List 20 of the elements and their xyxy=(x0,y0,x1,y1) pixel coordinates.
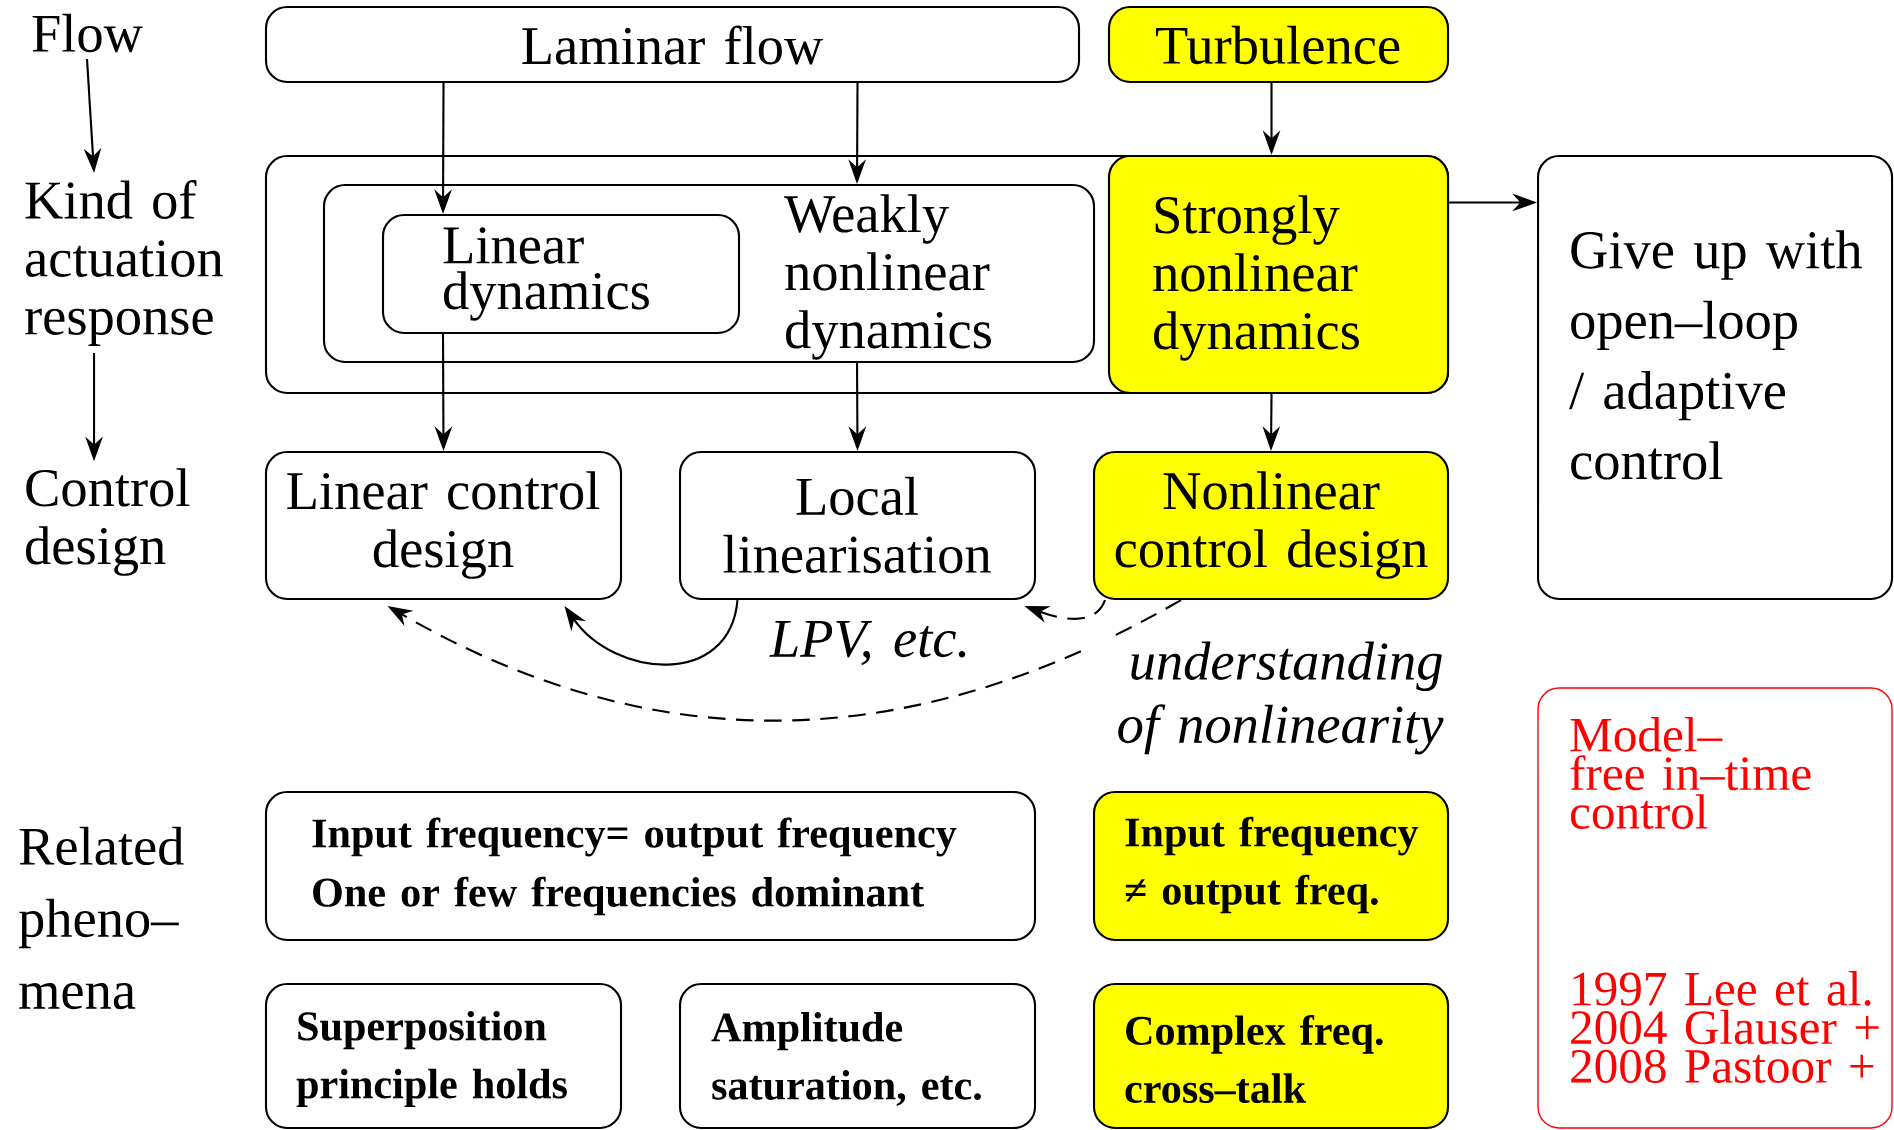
edge-label: LPV, etc. xyxy=(766,617,974,669)
process-box: Linear control design xyxy=(264,450,623,601)
row-label: Related pheno– mena xyxy=(18,826,184,1010)
row-label: Control design xyxy=(26,468,190,576)
process-box: Nonlinear control design xyxy=(1092,450,1450,601)
process-box: Input frequency ≠ output freq. xyxy=(1092,790,1450,942)
note-box: Model–free in–time control 1997 Lee et al. 2004 Glauser + 2008 Pastoor + xyxy=(1537,687,1893,1129)
process-box: Give up with open–loop / adaptive control xyxy=(1536,154,1894,601)
row-label: Kind of actuation response xyxy=(25,180,223,346)
process-box: Laminar flow xyxy=(264,5,1081,84)
process-box: Amplitude saturation, etc. xyxy=(678,982,1037,1130)
process-box: Turbulence xyxy=(1107,5,1450,84)
process-box: Complex freq. cross–talk xyxy=(1092,982,1450,1130)
process-box: Superposition principle holds xyxy=(264,982,623,1130)
edge-label: understanding of nonlinearity xyxy=(1089,638,1447,758)
process-box: Strongly nonlinear dynamics xyxy=(1107,154,1450,395)
process-box: Linear dynamics xyxy=(381,213,741,335)
row-label: Flow xyxy=(32,13,143,53)
process-box: Local linearisation xyxy=(678,450,1037,601)
process-box: Input frequency= output frequency One or few frequencies dominant xyxy=(264,790,1037,942)
